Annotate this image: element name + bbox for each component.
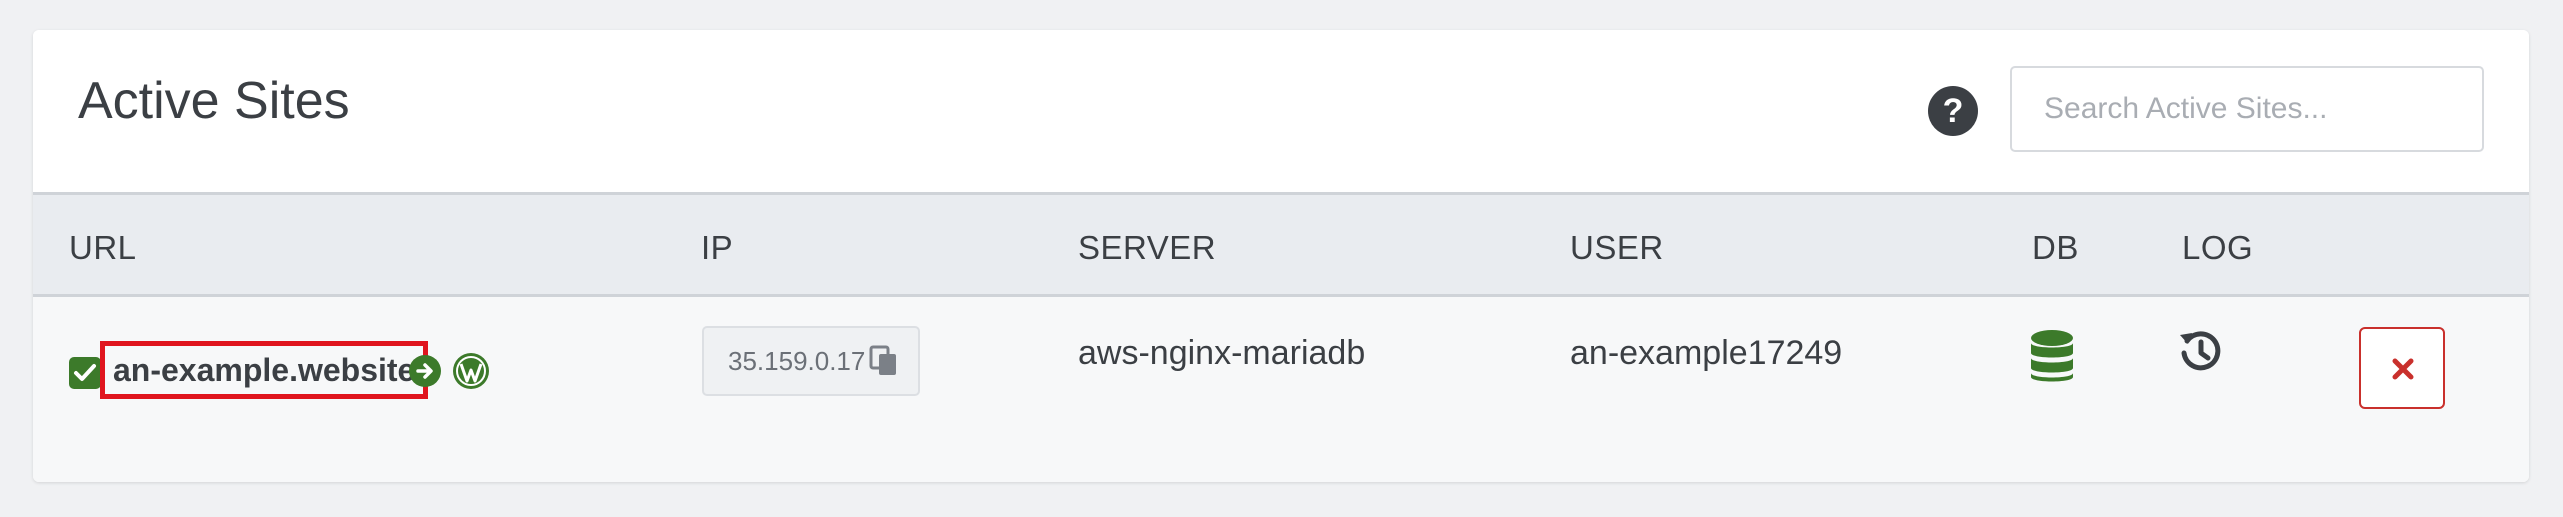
column-header-log: LOG bbox=[2182, 229, 2254, 266]
column-header-url: URL bbox=[69, 229, 137, 266]
help-icon: ? bbox=[1942, 92, 1964, 130]
column-header-user: USER bbox=[1570, 229, 1664, 266]
active-sites-panel: Active Sites ? URL IP SERVER USER DB LOG… bbox=[33, 30, 2529, 482]
help-button[interactable]: ? bbox=[1928, 86, 1978, 136]
history-icon[interactable] bbox=[2178, 329, 2224, 380]
site-user: an-example17249 bbox=[1570, 334, 1843, 372]
ip-copy-button[interactable]: 35.159.0.17 bbox=[702, 326, 920, 396]
wordpress-icon[interactable] bbox=[451, 351, 491, 391]
table-header: URL IP SERVER USER DB LOG bbox=[33, 192, 2529, 297]
search-input[interactable] bbox=[2010, 66, 2484, 152]
column-header-db: DB bbox=[2032, 229, 2079, 266]
copy-icon bbox=[869, 345, 899, 382]
column-header-ip: IP bbox=[701, 229, 734, 266]
panel-header: Active Sites ? bbox=[33, 30, 2529, 192]
ip-address: 35.159.0.17 bbox=[728, 346, 866, 376]
database-icon[interactable] bbox=[2029, 329, 2075, 390]
table-row: an-example.website 35.159.0.17 aws-ngi bbox=[33, 297, 2529, 482]
check-square-icon[interactable] bbox=[69, 357, 101, 389]
column-header-server: SERVER bbox=[1078, 229, 1217, 266]
delete-site-button[interactable] bbox=[2359, 327, 2445, 409]
site-url-link[interactable]: an-example.website bbox=[100, 341, 429, 399]
arrow-circle-right-icon[interactable] bbox=[409, 355, 441, 387]
page-title: Active Sites bbox=[78, 72, 350, 130]
server-name: aws-nginx-mariadb bbox=[1078, 334, 1366, 372]
